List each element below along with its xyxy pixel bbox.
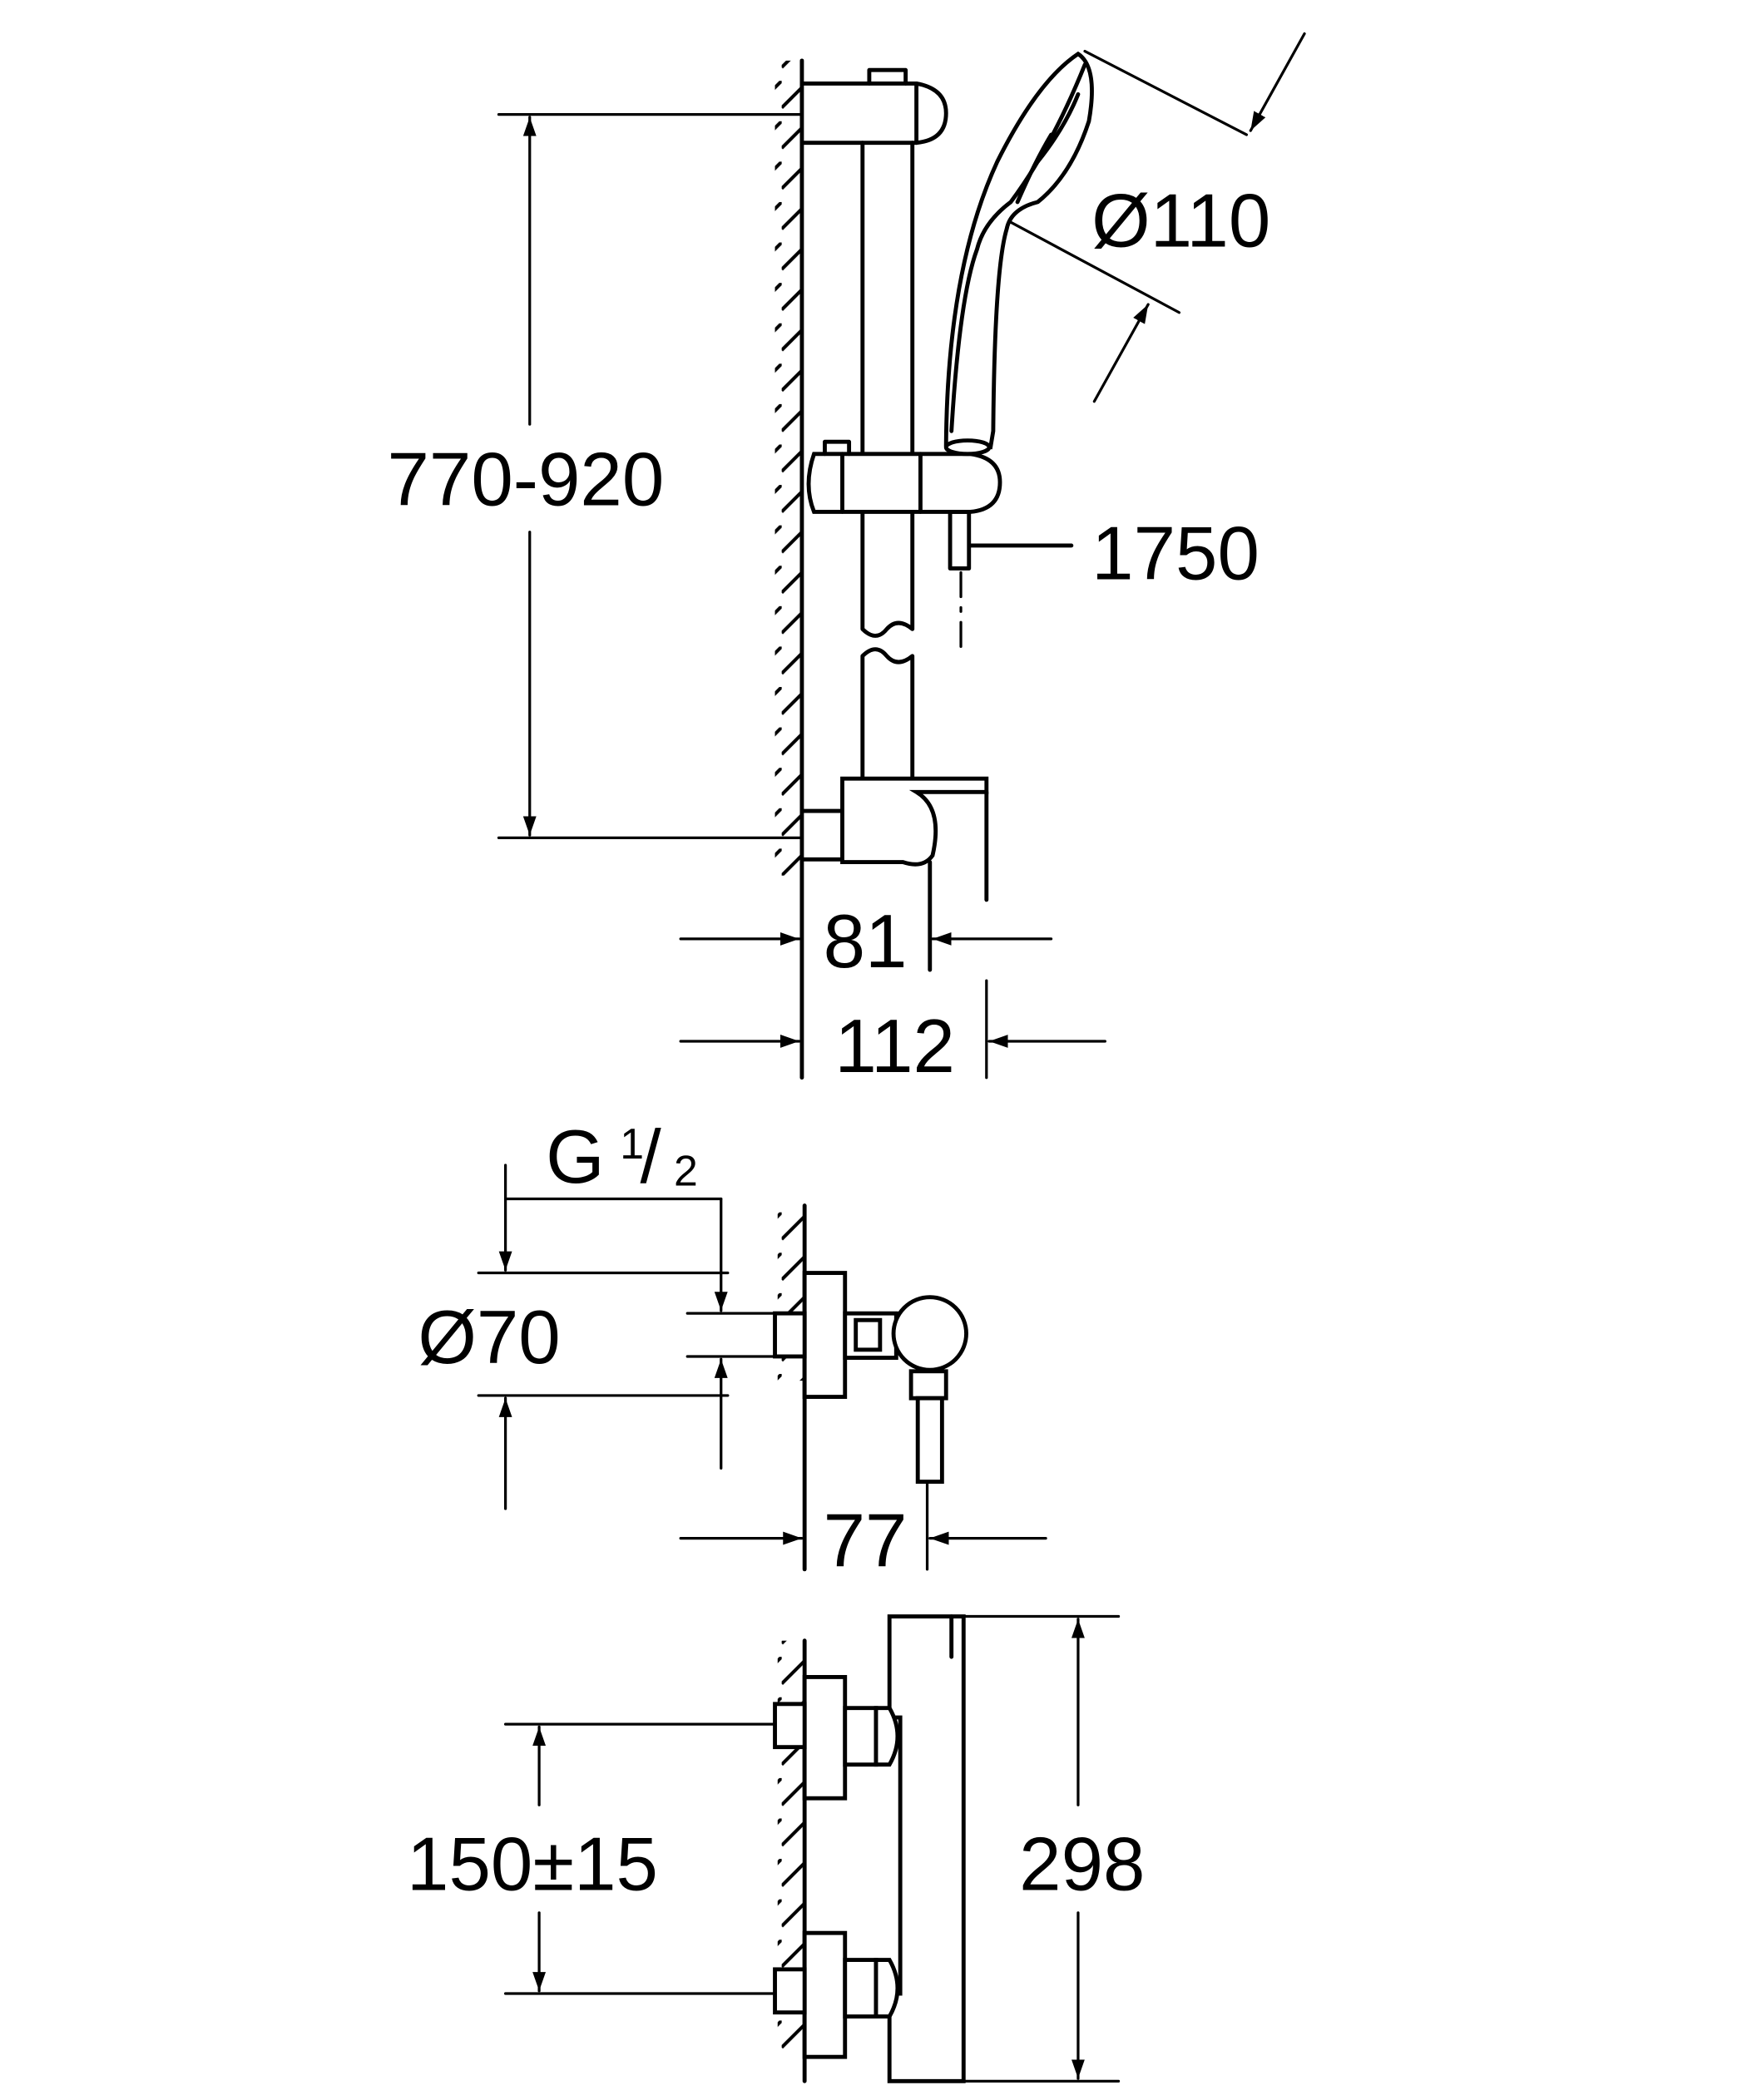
shower-rail-view: 770-920 Ø110 1750 81 112 [387,32,1306,1089]
thread-fraction-numerator: 1 [620,1119,644,1168]
slide-rail [860,141,915,811]
thread-fraction-denominator: 2 [674,1146,698,1194]
thermostat-side-view: G 1 / 2 Ø70 77 [418,1115,1047,1584]
hose-length-label: 1750 [1091,511,1260,595]
handshower-holder-slider [806,439,1002,514]
dimension-rail-depth: 112 [679,979,1106,1089]
body-height-label: 298 [1019,1822,1145,1906]
dimension-thread: G 1 / 2 [503,1115,777,1470]
inlet-spacing-label: 150±15 [407,1822,658,1906]
dimension-escutcheon-diameter: Ø70 [418,1164,730,1510]
dimension-body-height: 298 [962,1614,1145,2083]
bottom-bracket-soap-dish [799,776,989,972]
escutcheon-diameter-label: Ø70 [418,1296,560,1380]
dimension-rail-height: 770-920 [387,113,804,840]
lower-inlet [773,1930,900,2059]
projection-label: 77 [824,1500,908,1584]
escutcheon [802,1271,848,1399]
handshower-diameter-label: Ø110 [1091,179,1270,263]
thermostat-body [891,1295,968,1372]
outlet-nut [908,1369,948,1401]
wall-hatch [775,60,802,876]
slider-depth-label: 81 [824,900,908,984]
shower-hose [948,510,1074,649]
thread-fraction-slash: / [641,1115,662,1199]
dimension-handshower-diameter: Ø110 [1009,32,1306,403]
top-wall-bracket [799,67,948,146]
rail-depth-label: 112 [834,1005,955,1089]
upper-inlet [773,1675,900,1801]
rail-height-label: 770-920 [387,437,664,521]
thread-label: G [546,1115,605,1199]
thermostat-front-view: 150±15 298 [407,1614,1145,2083]
thermostat-body [887,1614,966,2083]
dimension-projection: 77 [679,1480,1047,1584]
dimension-slider-depth: 81 [679,900,1053,984]
inlet-nut [773,1311,807,1359]
dimension-inlet-spacing: 150±15 [407,1722,777,1995]
handshower [943,51,1094,457]
